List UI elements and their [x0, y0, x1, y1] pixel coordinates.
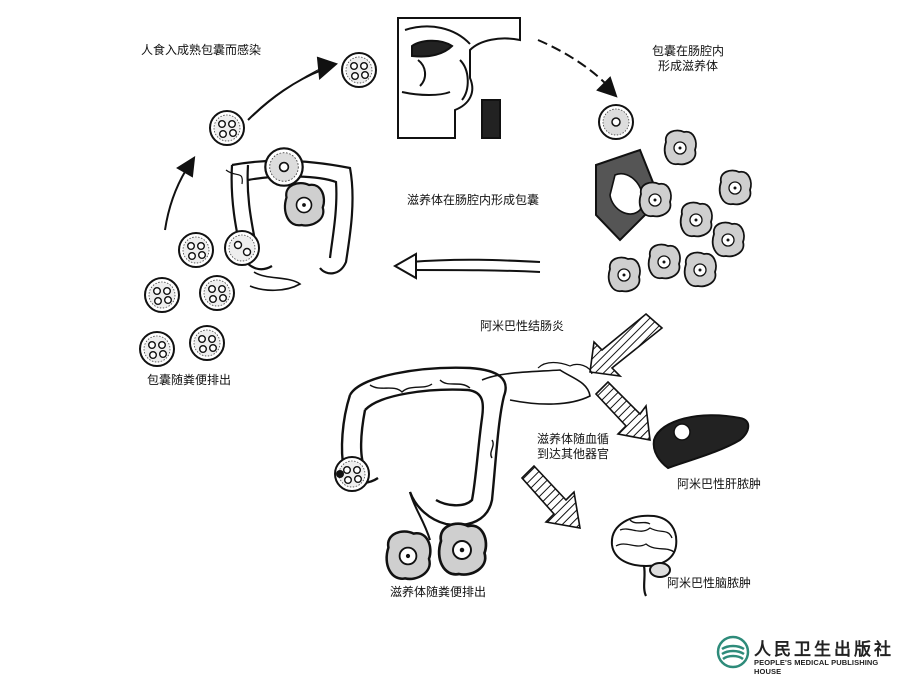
trophozoite-cluster-right [595, 104, 752, 293]
label-liver-abscess: 阿米巴性肝脓肿 [677, 477, 762, 491]
excreted-trophozoites [385, 522, 488, 581]
label-colitis: 阿米巴性结肠炎 [480, 319, 565, 333]
label-spread-line2: 到达其他器官 [536, 447, 609, 461]
label-encyst: 滋养体在肠腔内形成包囊 [407, 193, 540, 207]
label-excyst-line1: 包囊在肠腔内 [651, 44, 724, 58]
cyst-group-upper-left [139, 52, 377, 367]
label-troph-excreted: 滋养体随粪便排出 [390, 585, 487, 599]
publisher-name-cn: 人民卫生出版社 [754, 640, 894, 660]
label-spread: 滋养体随血循 到达其他器官 [530, 432, 616, 462]
cycle-arrows [164, 39, 618, 280]
publisher-logo: 人民卫生出版社 PEOPLE'S MEDICAL PUBLISHING HOUS… [716, 633, 900, 676]
publisher-name-en: PEOPLE'S MEDICAL PUBLISHING HOUSE [754, 658, 879, 676]
label-spread-line1: 滋养体随血循 [536, 432, 609, 446]
hatched-arrows [520, 312, 664, 529]
label-excyst: 包囊在肠腔内 形成滋养体 [648, 44, 728, 74]
colon-lesion-cysts [334, 456, 370, 492]
label-cyst-excreted: 包囊随粪便排出 [147, 373, 232, 387]
brain-illustration [610, 514, 678, 597]
label-ingest: 人食入成熟包囊而感染 [141, 43, 262, 57]
label-brain-abscess: 阿米巴性脑脓肿 [667, 576, 752, 590]
publisher-emblem-icon [716, 635, 750, 669]
label-excyst-line2: 形成滋养体 [657, 59, 718, 73]
liver-illustration [652, 414, 750, 470]
head-section-illustration [397, 17, 521, 139]
